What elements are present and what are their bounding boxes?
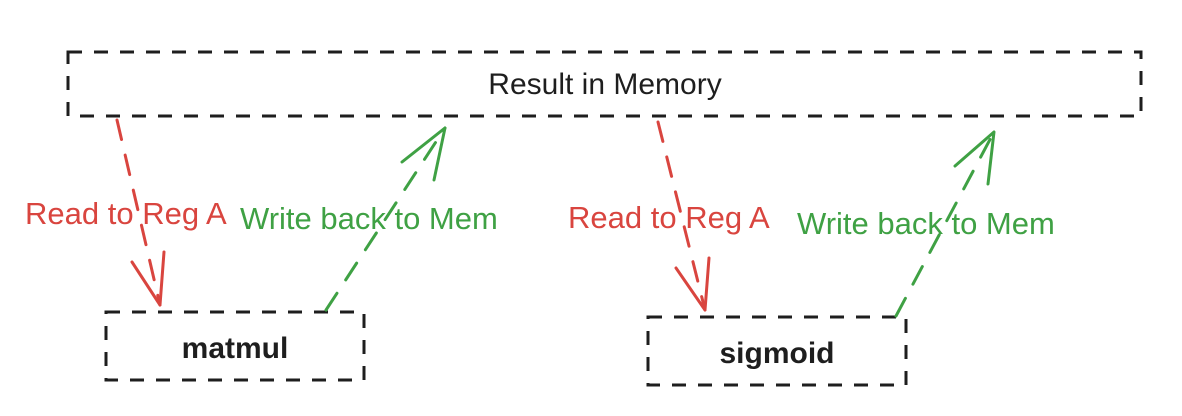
matmul-box <box>104 310 366 382</box>
write-arrow-2-head <box>953 130 996 186</box>
read-arrow-1-head <box>130 250 166 307</box>
write-label-2: Write back to Mem <box>797 206 1055 241</box>
write-label-1: Write back to Mem <box>240 201 498 236</box>
write-arrow-1 <box>324 126 447 312</box>
write-arrow-1-head <box>400 126 447 182</box>
write-arrow-2 <box>894 130 996 318</box>
sigmoid-label: sigmoid <box>719 337 834 370</box>
read-arrow-2 <box>656 120 711 312</box>
read-arrow-2-head <box>674 256 711 312</box>
sigmoid-node: sigmoid <box>646 315 908 387</box>
read-arrow-2-line <box>656 120 707 312</box>
write-arrow-2-line <box>894 130 996 318</box>
memory-node: Result in Memory <box>66 50 1143 118</box>
write-arrow-1-line <box>324 126 447 312</box>
memory-box <box>66 50 1143 118</box>
read-arrow-1 <box>115 118 166 307</box>
memory-label: Result in Memory <box>488 68 721 101</box>
sigmoid-box <box>646 315 908 387</box>
read-label-2: Read to Reg A <box>568 200 770 235</box>
read-arrow-1-line <box>115 118 162 307</box>
matmul-node: matmul <box>104 310 366 382</box>
matmul-label: matmul <box>182 332 289 365</box>
read-label-1: Read to Reg A <box>25 196 227 231</box>
